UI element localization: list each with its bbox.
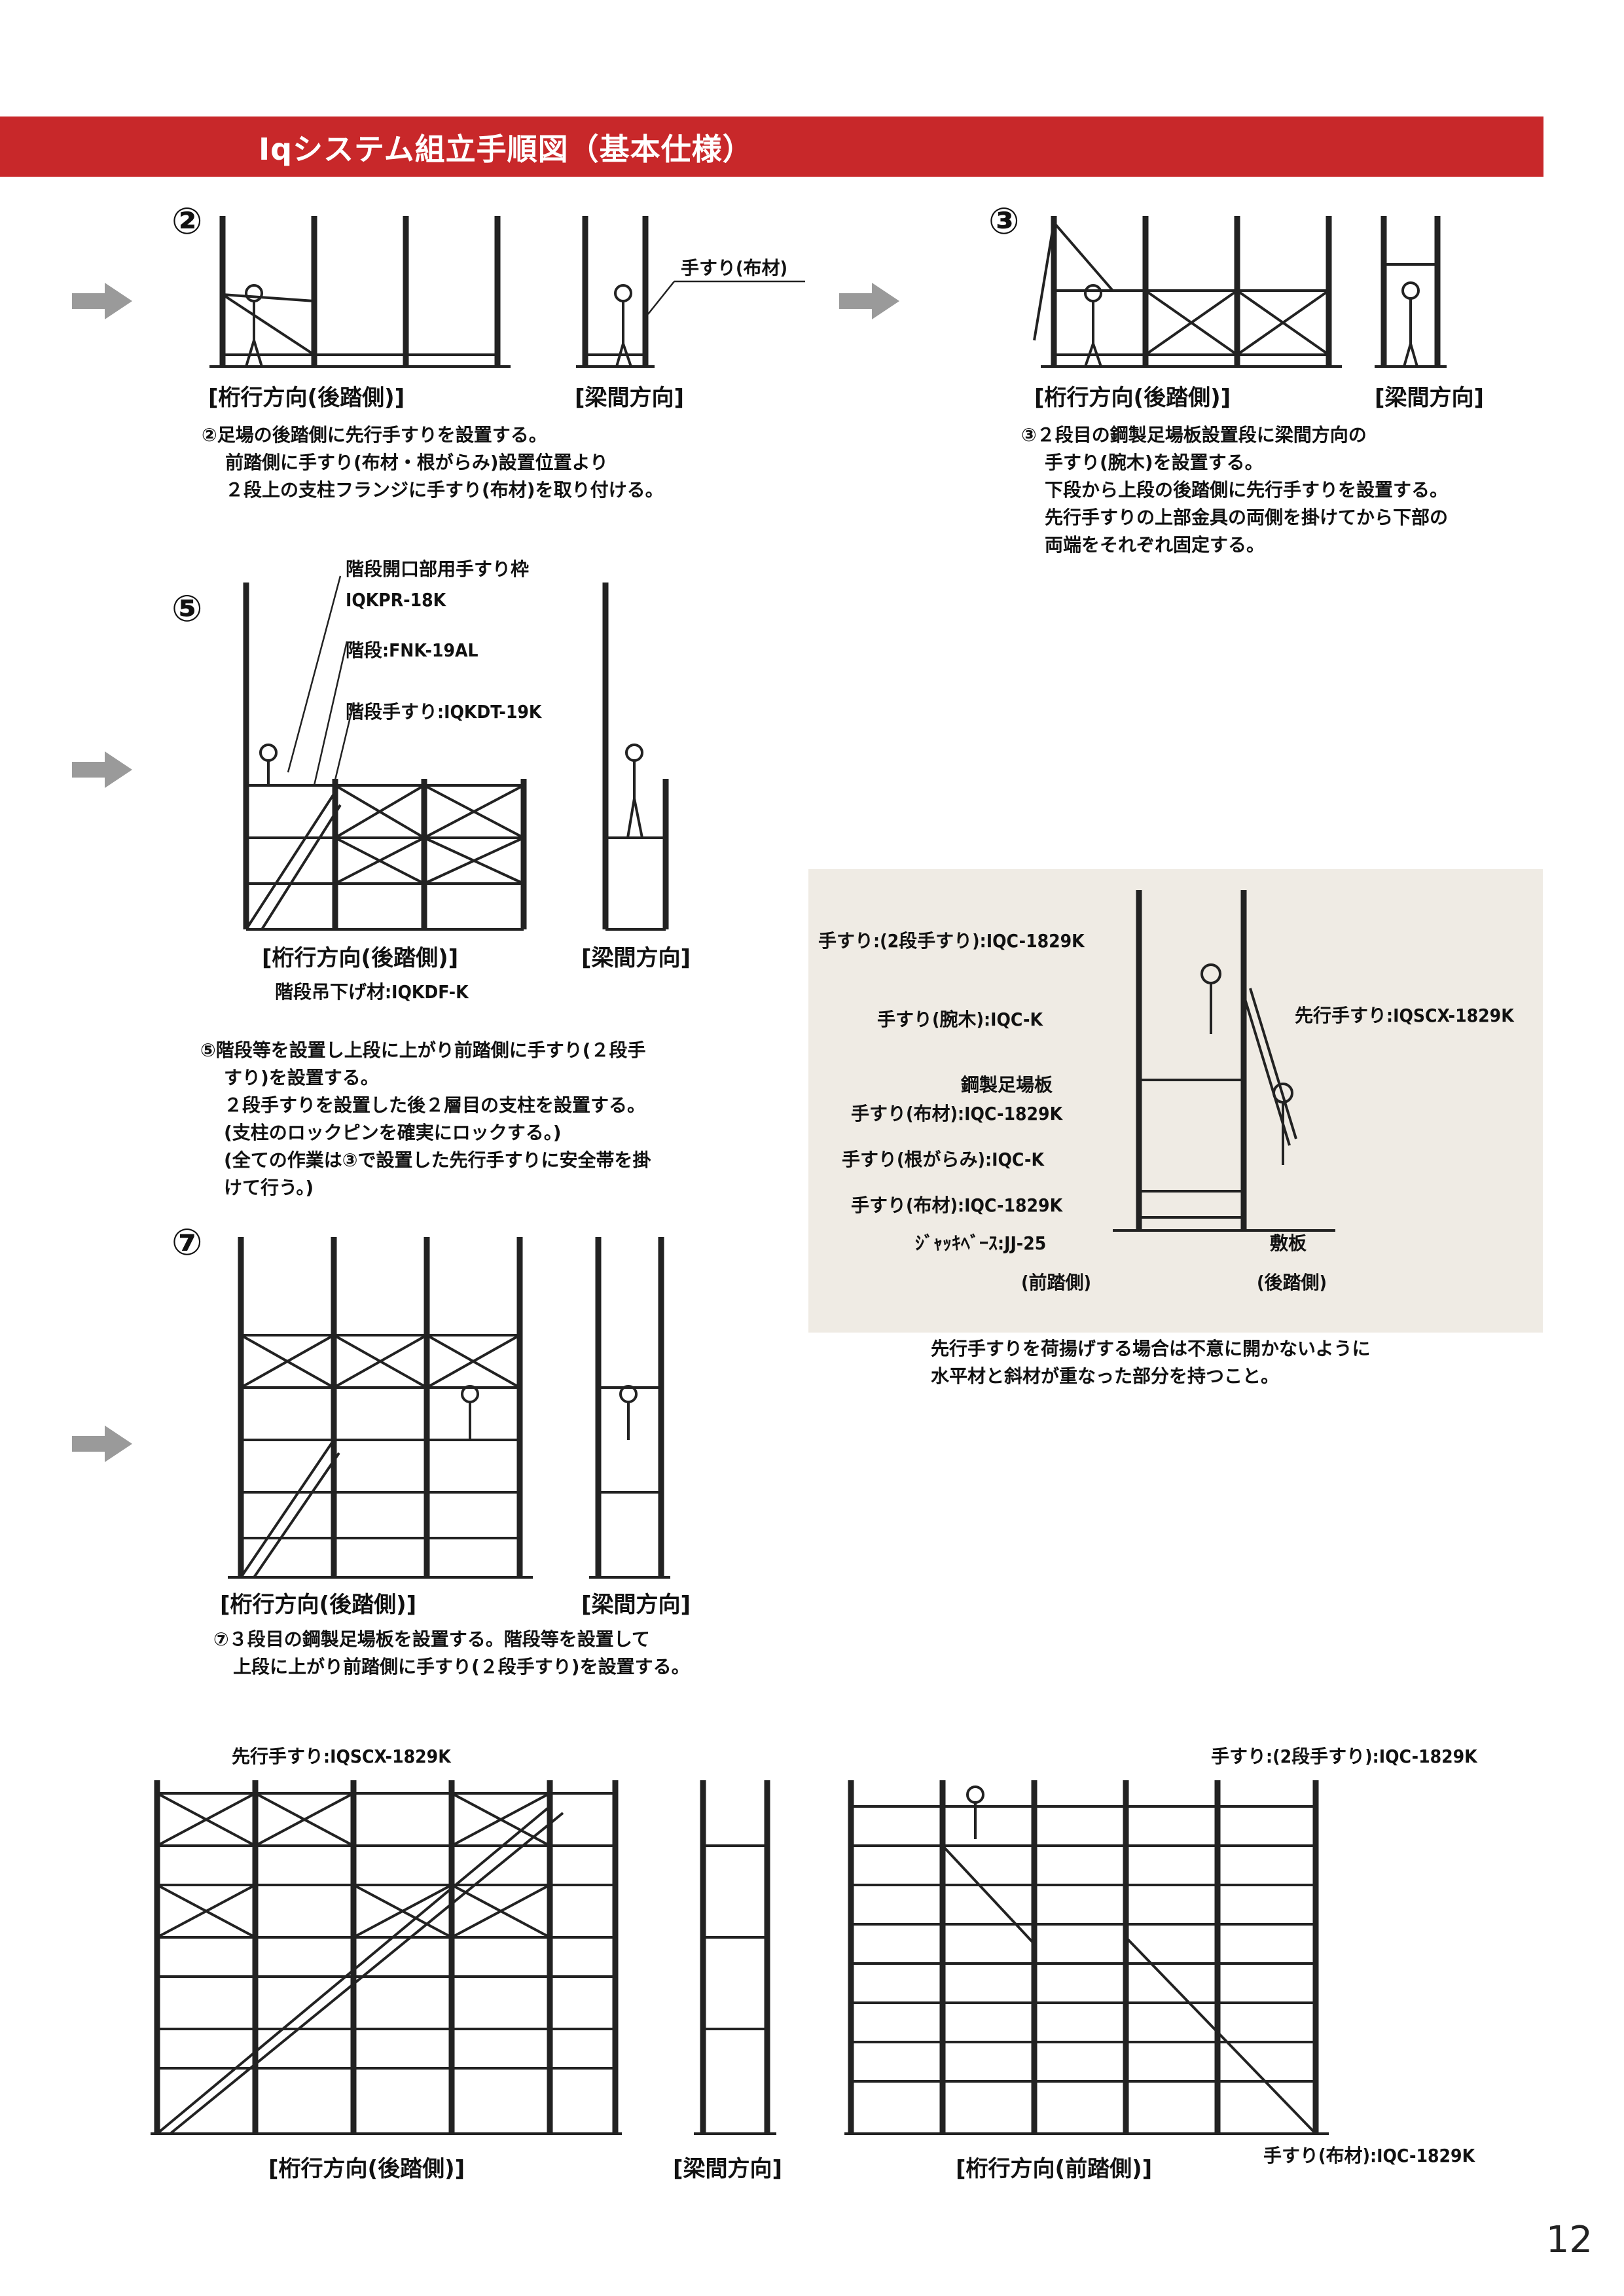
step-description: ⑦３段目の鋼製足場板を設置する。階段等を設置して 上段に上がり前踏側に手すり(２… <box>213 1628 690 1677</box>
page-number: 12 <box>1545 2219 1593 2261</box>
scaffold-beam-elevation <box>589 1237 670 1579</box>
label-hanger: 階段吊下げ材:IQKDF-K <box>275 981 469 1003</box>
scaffold-beam-elevation <box>1375 216 1447 368</box>
label-back: (後踏側) <box>1257 1272 1327 1293</box>
label-arm: 手すり(腕木):IQC-K <box>877 1009 1043 1030</box>
gray-right-arrow-icon <box>72 751 132 788</box>
scaffold-side-elevation <box>1033 216 1342 368</box>
scaffold-beam-elevation <box>576 216 655 368</box>
gray-right-arrow-icon <box>72 283 132 319</box>
caption-side: [桁行方向(後踏側)] <box>220 1592 417 1618</box>
scaffold-side-elevation <box>209 216 511 368</box>
completed-scaffold-beam <box>694 1780 776 2135</box>
page-title: Iqシステム組立手順図（基本仕様） <box>259 132 753 167</box>
label-jack: ｼﾞｬｯｷﾍﾞｰｽ:JJ-25 <box>915 1232 1047 1254</box>
step-number: ⑤ <box>171 588 203 630</box>
caption-beam: [梁間方向] <box>581 1592 691 1618</box>
label-rail-cloth: 手すり(布材):IQC-1829K <box>1263 2145 1475 2166</box>
step-description: ③２段目の鋼製足場板設置段に梁間方向の 手すり(腕木)を設置する。 下段から上段… <box>1021 424 1449 556</box>
step-number: ③ <box>988 200 1020 243</box>
caption-side: [桁行方向(後踏側)] <box>262 945 459 971</box>
step-number: ⑦ <box>171 1221 203 1264</box>
label-stair: 階段:FNK-19AL <box>346 639 478 661</box>
caption-side-front: [桁行方向(前踏側)] <box>956 2156 1153 2182</box>
scaffold-beam-elevation <box>602 583 669 931</box>
scaffold-side-elevation <box>228 1237 533 1579</box>
caption-side: [桁行方向(後踏側)] <box>1034 385 1231 411</box>
gray-right-arrow-icon <box>72 1426 132 1462</box>
leader-line <box>647 280 805 315</box>
gray-right-arrow-icon <box>839 283 899 319</box>
caption-beam: [梁間方向] <box>673 2156 783 2182</box>
caption-beam: [梁間方向] <box>1375 385 1485 411</box>
detail-inset <box>808 869 1543 1333</box>
label-plank: 鋼製足場板 <box>961 1074 1053 1096</box>
label-front: (前踏側) <box>1021 1272 1092 1293</box>
caption-side: [桁行方向(後踏側)] <box>208 385 405 411</box>
detail-diagram <box>1113 890 1335 1232</box>
label-stair-rail: 階段手すり:IQKDT-19K <box>346 701 542 723</box>
step-description: ⑤階段等を設置し上段に上がり前踏側に手すり(２段手 すり)を設置する。 ２段手す… <box>200 1039 651 1198</box>
label-rail-root: 手すり(根がらみ):IQC-K <box>842 1149 1044 1170</box>
label-frame-code: IQKPR-18K <box>346 589 446 611</box>
caption-beam: [梁間方向] <box>575 385 685 411</box>
label-rail-cloth: 手すり(布材):IQC-1829K <box>851 1103 1063 1124</box>
label-frame: 階段開口部用手すり枠 <box>346 558 530 580</box>
label-rail-2: 手すり:(2段手すり):IQC-1829K <box>1211 1746 1477 1767</box>
label-lead-rail: 先行手すり:IQSCX-1829K <box>232 1746 451 1767</box>
label-rail-cloth: 手すり(布材):IQC-1829K <box>851 1194 1063 1216</box>
scaffold-side-elevation <box>243 575 527 931</box>
step-number: ② <box>171 200 203 243</box>
completed-scaffold-back <box>151 1780 622 2135</box>
header-banner: Iqシステム組立手順図（基本仕様） <box>0 117 1543 177</box>
completed-scaffold-front <box>844 1780 1329 2135</box>
step-description: ②足場の後踏側に先行手すりを設置する。 前踏側に手すり(布材・根がらみ)設置位置… <box>202 424 664 501</box>
label-lead-rail: 先行手すり:IQSCX-1829K <box>1295 1005 1514 1026</box>
label-rail-2: 手すり:(2段手すり):IQC-1829K <box>818 930 1085 952</box>
label-mat: 敷板 <box>1270 1232 1307 1254</box>
inset-note: 先行手すりを荷揚げする場合は不意に開かないように 水平材と斜材が重なった部分を持… <box>931 1338 1371 1387</box>
caption-beam: [梁間方向] <box>581 945 691 971</box>
caption-side-back: [桁行方向(後踏側)] <box>268 2156 465 2182</box>
label-handrail: 手すり(布材) <box>681 257 788 279</box>
